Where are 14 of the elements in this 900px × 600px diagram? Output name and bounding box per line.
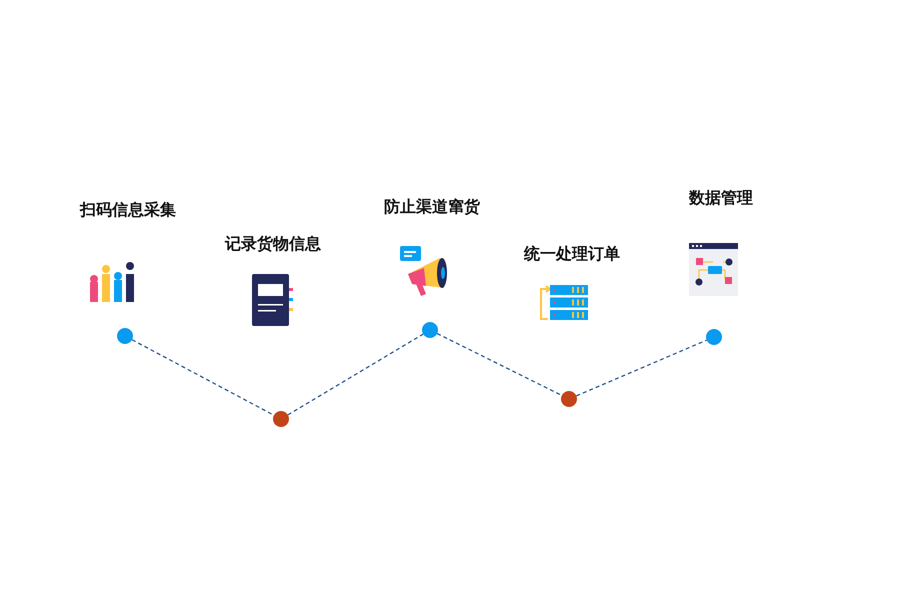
timeline-dot: [706, 329, 722, 345]
step-title: 数据管理: [689, 188, 753, 209]
step-title: 扫码信息采集: [80, 200, 176, 221]
dashed-connector: [132, 339, 274, 416]
timeline-dot: [273, 411, 289, 427]
dashed-connector: [576, 340, 707, 396]
timeline-dot: [117, 328, 133, 344]
step-title: 记录货物信息: [225, 234, 321, 255]
step-title: 统一处理订单: [524, 244, 620, 265]
dashed-connector: [288, 334, 424, 416]
step-title: 防止渠道窜货: [384, 197, 480, 218]
dashed-connector: [436, 333, 562, 396]
timeline-dot: [561, 391, 577, 407]
timeline-dot: [422, 322, 438, 338]
